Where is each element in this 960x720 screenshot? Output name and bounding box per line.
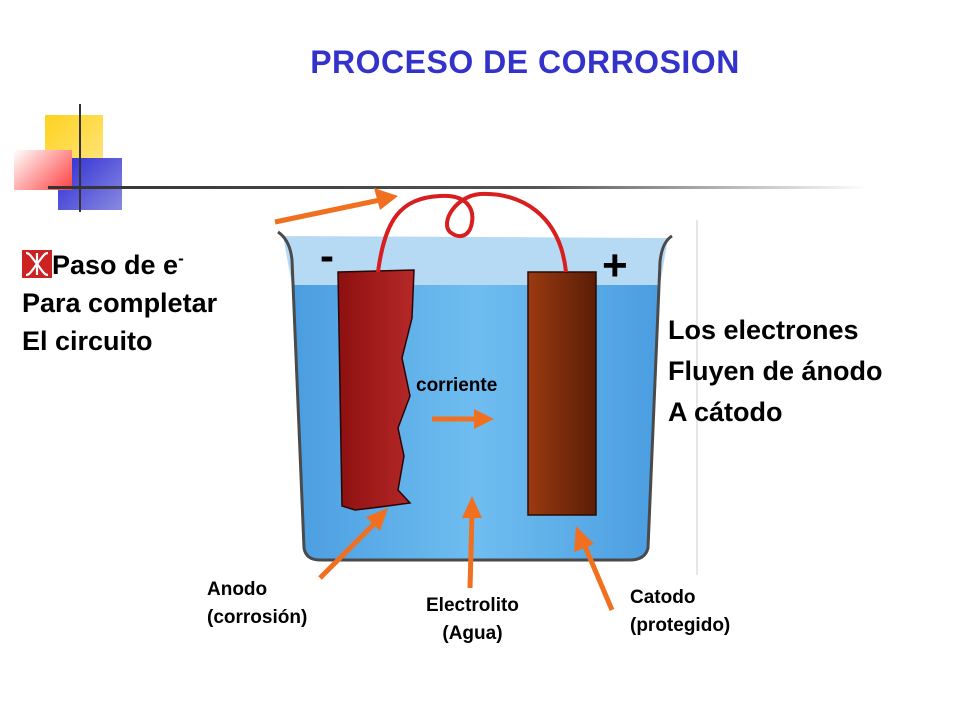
anodo-arrow — [318, 520, 378, 580]
anodo-label: Anodo (corrosión) — [207, 576, 307, 632]
cathode-electrode — [527, 271, 597, 516]
electrolito-label-line-2: (Agua) — [442, 623, 503, 644]
catodo-arrowhead — [574, 526, 594, 552]
electrolito-arrowhead — [462, 496, 482, 518]
anodo-arrowhead — [366, 508, 388, 531]
electrolito-arrow — [467, 513, 475, 589]
corriente-label: corriente — [416, 375, 497, 396]
arrows — [274, 188, 615, 611]
anodo-label-line-1: Anodo — [207, 579, 268, 600]
left-line-2: Para completar — [22, 288, 218, 318]
catodo-label-line-1: Catodo — [630, 587, 696, 608]
deco-vertical-line — [79, 104, 81, 212]
catodo-label: Catodo (protegido) — [630, 584, 730, 640]
flower-bullet-icon — [22, 250, 52, 278]
minus-sign: - — [320, 232, 334, 279]
beaker-outline — [277, 230, 673, 562]
anodo-label-line-2: (corrosión) — [207, 607, 308, 628]
left-line-3: El circuito — [22, 326, 153, 356]
electron-flow-arrow — [274, 197, 381, 225]
electron-superscript: - — [178, 249, 184, 268]
anode-electrode — [337, 269, 415, 511]
catodo-label-line-2: (protegido) — [630, 615, 731, 636]
right-line-2: Fluyen de ánodo — [668, 356, 883, 386]
left-line-1-text: Paso de e — [52, 250, 179, 280]
electron-flow-arrowhead — [374, 188, 398, 210]
catodo-arrow — [581, 543, 615, 611]
corriente-arrowhead — [474, 409, 494, 429]
plus-sign: + — [602, 241, 628, 290]
electrolito-label: Electrolito (Agua) — [426, 592, 519, 648]
right-line-1: Los electrones — [668, 315, 859, 345]
left-line-1: Paso de e- — [22, 240, 217, 284]
electrolito-label-line-1: Electrolito — [426, 595, 519, 616]
left-explanation: Paso de e- Para completar El circuito — [22, 240, 217, 360]
wire — [376, 191, 568, 273]
deco-horizontal-line — [48, 186, 868, 189]
deco-red-square — [14, 150, 72, 190]
right-explanation: Los electrones Fluyen de ánodo A cátodo — [668, 310, 883, 433]
page-title: PROCESO DE CORROSION — [310, 44, 740, 80]
right-line-3: A cátodo — [668, 397, 783, 427]
